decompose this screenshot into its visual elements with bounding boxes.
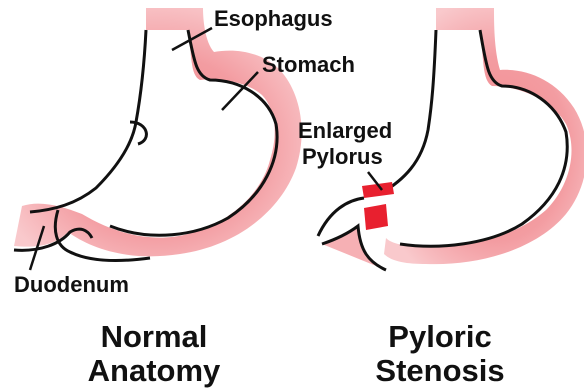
normal-stomach-inner-wall bbox=[30, 30, 146, 212]
esophagus-label: Esophagus bbox=[214, 8, 333, 30]
normal-caption-line2: Anatomy bbox=[64, 354, 244, 388]
normal-caption-line1: Normal bbox=[64, 320, 244, 354]
enlarged-pylorus-line2: Pylorus bbox=[298, 144, 392, 170]
pylorus-lower-muscle bbox=[364, 204, 388, 230]
normal-stomach bbox=[14, 8, 302, 260]
stenosis-caption-line1: Pyloric bbox=[350, 320, 530, 354]
stomach-label: Stomach bbox=[262, 54, 355, 76]
enlarged-pylorus-line1: Enlarged bbox=[298, 118, 392, 144]
enlarged-pylorus-label: Enlarged Pylorus bbox=[298, 118, 392, 170]
duodenum-label: Duodenum bbox=[14, 274, 129, 296]
normal-anatomy-caption: Normal Anatomy bbox=[64, 320, 244, 388]
stenosis-duodenum-lower bbox=[322, 226, 386, 270]
pyloric-stenosis-caption: Pyloric Stenosis bbox=[350, 320, 530, 388]
stenosis-caption-line2: Stenosis bbox=[350, 354, 530, 388]
